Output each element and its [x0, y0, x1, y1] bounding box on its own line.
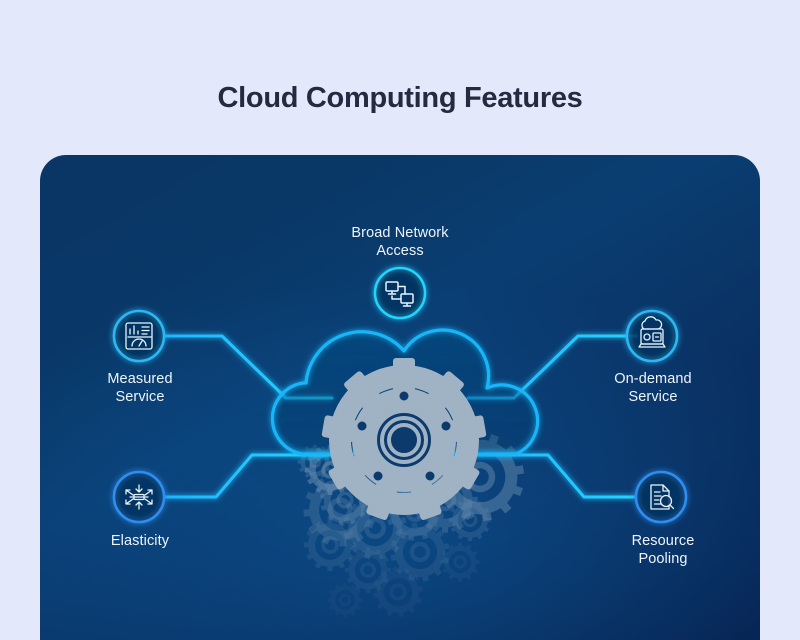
label-on-demand-service: On-demand Service — [614, 371, 692, 405]
label-measured-service: Measured Service — [107, 371, 173, 405]
page-title: Cloud Computing Features — [217, 82, 583, 114]
label-elasticity: Elasticity — [110, 533, 170, 549]
label-broad-network-access: Broad Network Access — [351, 225, 449, 259]
label-resource-pooling: Resource Pooling — [631, 533, 695, 567]
